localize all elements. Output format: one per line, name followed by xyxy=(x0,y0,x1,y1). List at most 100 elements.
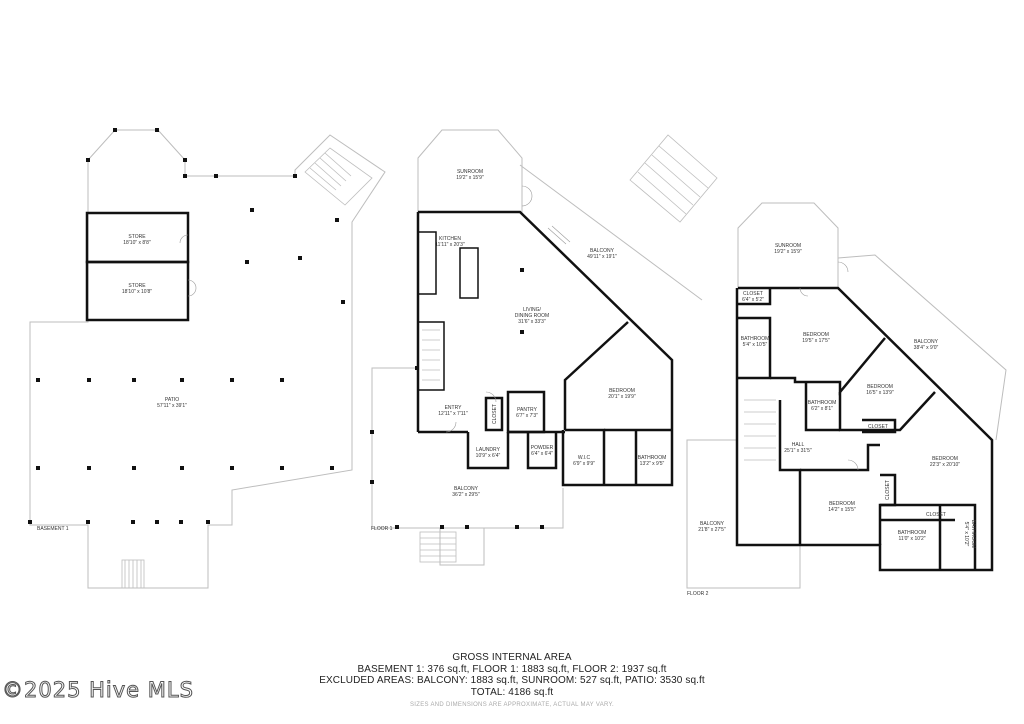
powder-label: POWDER xyxy=(531,445,554,451)
patio-dim: 57'11" x 39'1" xyxy=(157,403,187,409)
kitchen-label: KITCHEN xyxy=(439,236,461,242)
balcony-2b-label: BALCONY xyxy=(700,521,725,527)
bedroom-1-label: BEDROOM xyxy=(609,388,635,394)
balcony-2a-label: BALCONY xyxy=(914,339,939,345)
balcony-1a-outline xyxy=(519,164,703,301)
basement-posts xyxy=(28,128,345,524)
living-label-2: DINING ROOM xyxy=(515,313,549,319)
balcony-1b-outline xyxy=(371,367,564,529)
floor1-floor-label: FLOOR 1 xyxy=(371,526,393,532)
bedroom-1-dim: 20'1" x 19'9" xyxy=(608,394,636,400)
store-1-dim: 18'10" x 8'8" xyxy=(123,240,151,246)
bathroom-4-walls xyxy=(880,503,977,570)
closet-2-walls xyxy=(738,288,772,306)
disclaimer: SIZES AND DIMENSIONS ARE APPROXIMATE, AC… xyxy=(409,702,615,708)
bathroom-5-label: BATHROOM xyxy=(970,520,976,549)
bathroom-5-dim: 5'4" x 10'2" xyxy=(963,522,969,547)
living-label: LIVING/ xyxy=(523,307,541,313)
basement-outline xyxy=(29,129,386,589)
balcony-1b-dim: 36'2" x 29'5" xyxy=(452,492,480,498)
balcony-2b-outline xyxy=(686,439,801,589)
closet-5-label: CLOSET xyxy=(926,512,946,518)
bathroom-4-label: BATHROOM xyxy=(898,530,927,536)
bedroom-5-walls xyxy=(800,443,880,472)
bathroom-4-dim: 11'0" x 10'2" xyxy=(898,536,925,542)
bathroom-1-label: BATHROOM xyxy=(638,455,667,461)
pantry-dim: 6'7" x 7'3" xyxy=(516,413,538,419)
store-1-label: STORE xyxy=(128,234,146,240)
floor1-plan: SUNROOM 19'2" x 15'9" KITCHEN 11'11" x 2… xyxy=(370,129,718,566)
bedroom-4-dim: 22'3" x 20'10" xyxy=(930,462,960,468)
powder-walls xyxy=(526,432,558,470)
wic-dim: 6'9" x 9'9" xyxy=(573,461,595,467)
sunroom-2-label: SUNROOM xyxy=(775,243,801,249)
store-2-label: STORE xyxy=(128,283,146,289)
floor2-main-wall xyxy=(735,286,994,572)
basement-plan: STORE 18'10" x 8'8" STORE 18'10" x 10'8"… xyxy=(28,128,386,589)
wic-label: W.I.C xyxy=(578,455,591,461)
bathroom-3-walls xyxy=(804,382,840,432)
balcony-1a-label: BALCONY xyxy=(590,248,615,254)
pantry-label: PANTRY xyxy=(517,407,537,413)
balcony-1b-label: BALCONY xyxy=(454,486,479,492)
bedroom-3-walls xyxy=(838,391,936,432)
store-2-dim: 18'10" x 10'8" xyxy=(122,289,152,295)
laundry-label: LAUNDRY xyxy=(476,447,500,453)
sunroom-2-dim: 19'2" x 15'9" xyxy=(774,249,802,255)
area-total: TOTAL: 4186 sq.ft xyxy=(470,686,554,698)
floor1-bottom-stairs xyxy=(419,531,457,563)
bathroom-2-dim: 5'4" x 10'5" xyxy=(743,342,768,348)
bedroom-2-label: BEDROOM xyxy=(803,332,829,338)
bathroom-1-dim: 13'2" x 9'5" xyxy=(640,461,665,467)
living-dim: 31'6" x 33'3" xyxy=(518,319,546,325)
bedroom-5-dim: 14'2" x 15'5" xyxy=(828,507,856,513)
hall-walls xyxy=(778,400,802,545)
kitchen-island xyxy=(459,247,479,299)
bathroom-2-label: BATHROOM xyxy=(741,336,770,342)
entry-label: ENTRY xyxy=(445,405,463,411)
entry-dim: 12'11" x 7'11" xyxy=(438,411,468,417)
area-line-2: EXCLUDED AREAS: BALCONY: 1883 sq.ft, SUN… xyxy=(319,675,705,686)
area-summary: GROSS INTERNAL AREA BASEMENT 1: 376 sq.f… xyxy=(0,652,1024,712)
hall-dim: 25'1" x 31'5" xyxy=(784,448,812,454)
kitchen-counter xyxy=(418,231,437,295)
floor1-main-wall xyxy=(418,210,674,487)
sunroom-1-dim: 19'2" x 15'9" xyxy=(456,175,484,181)
closet-1-walls xyxy=(484,396,504,432)
floor-plan-drawing: STORE 18'10" x 8'8" STORE 18'10" x 10'8"… xyxy=(28,128,1007,597)
bathroom-3-dim: 6'2" x 8'1" xyxy=(811,406,833,412)
closet-2-label: CLOSET xyxy=(743,291,763,297)
closet-4-label: CLOSET xyxy=(885,480,891,500)
stair-walls xyxy=(418,321,445,391)
closet-3-label: CLOSET xyxy=(868,424,888,430)
bathroom-3-label: BATHROOM xyxy=(808,400,837,406)
laundry-walls xyxy=(466,432,510,470)
store-room-2 xyxy=(85,260,190,322)
balcony-2a-outline xyxy=(837,254,1007,441)
floor1-bottom-stair-lines xyxy=(439,528,485,566)
bathroom-2-walls xyxy=(738,316,772,380)
basement-bottom-stairs xyxy=(121,559,145,589)
floor1-top-stairs xyxy=(629,134,718,223)
bedroom-3-label: BEDROOM xyxy=(867,384,893,390)
bedroom-2-dim: 19'5" x 17'5" xyxy=(802,338,830,344)
floor2-floor-label: FLOOR 2 xyxy=(687,591,709,597)
bedroom-5-label: BEDROOM xyxy=(829,501,855,507)
bedroom-2-walls xyxy=(770,337,886,396)
closet-2-dim: 6'4" x 5'2" xyxy=(742,297,764,303)
area-line-1: BASEMENT 1: 376 sq.ft, FLOOR 1: 1883 sq.… xyxy=(357,663,667,675)
hall-label: HALL xyxy=(792,442,805,448)
bedroom-3-dim: 16'5" x 13'9" xyxy=(866,390,894,396)
basement-top-stairs xyxy=(304,147,373,206)
sunroom-1-label: SUNROOM xyxy=(457,169,483,175)
closet-3-walls xyxy=(862,418,897,434)
powder-dim: 6'4" x 6'4" xyxy=(531,451,553,457)
floor2-plan: SUNROOM 19'2" x 15'9" CLOSET 6'4" x 5'2"… xyxy=(686,202,1007,597)
balcony-2a-dim: 38'4" x 9'0" xyxy=(914,345,939,351)
balcony-1a-dim: 49'11" x 19'1" xyxy=(587,254,617,260)
laundry-dim: 10'9" x 6'4" xyxy=(476,453,501,459)
basement-floor-label: BASEMENT 1 xyxy=(37,526,69,532)
closet-1-label: CLOSET xyxy=(492,404,498,424)
patio-label: PATIO xyxy=(165,397,179,403)
bedroom-4-label: BEDROOM xyxy=(932,456,958,462)
